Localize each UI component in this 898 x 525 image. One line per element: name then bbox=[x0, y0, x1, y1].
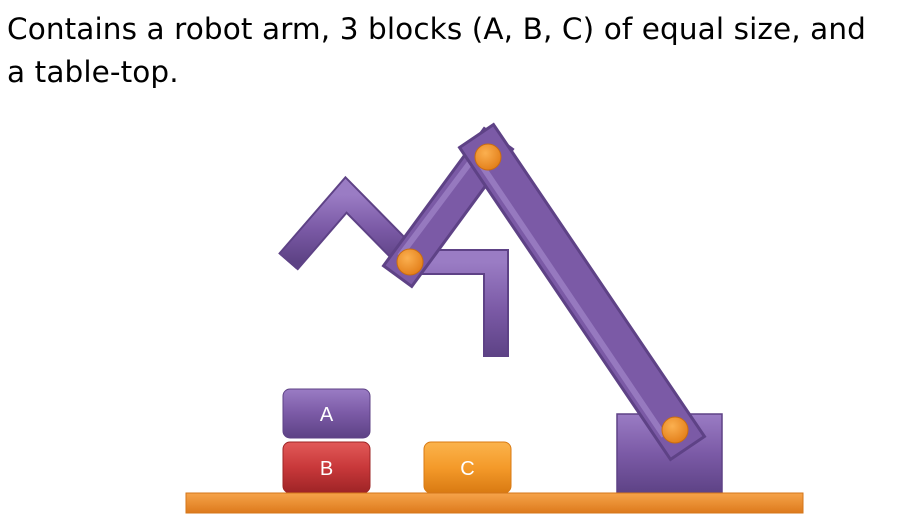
table-top bbox=[185, 492, 804, 514]
block-a-label: A bbox=[320, 404, 334, 426]
joint-base bbox=[661, 416, 689, 444]
description-text: Contains a robot arm, 3 blocks (A, B, C)… bbox=[7, 12, 866, 89]
arm-link-long-highlight bbox=[475, 158, 667, 438]
block-c-label: C bbox=[460, 458, 474, 480]
arm-link-upper-highlight bbox=[397, 146, 484, 258]
joint-wrist bbox=[396, 248, 424, 276]
block-a: A bbox=[282, 388, 371, 439]
block-b: B bbox=[282, 441, 371, 494]
gripper-finger-left-face bbox=[279, 178, 416, 270]
gripper bbox=[278, 175, 509, 357]
gripper-finger-right-face bbox=[408, 251, 507, 357]
arm-link-long bbox=[461, 126, 703, 458]
joint-elbow bbox=[474, 143, 502, 171]
gripper-finger-right bbox=[408, 249, 509, 357]
block-c: C bbox=[423, 441, 512, 494]
block-b-label: B bbox=[320, 458, 333, 480]
